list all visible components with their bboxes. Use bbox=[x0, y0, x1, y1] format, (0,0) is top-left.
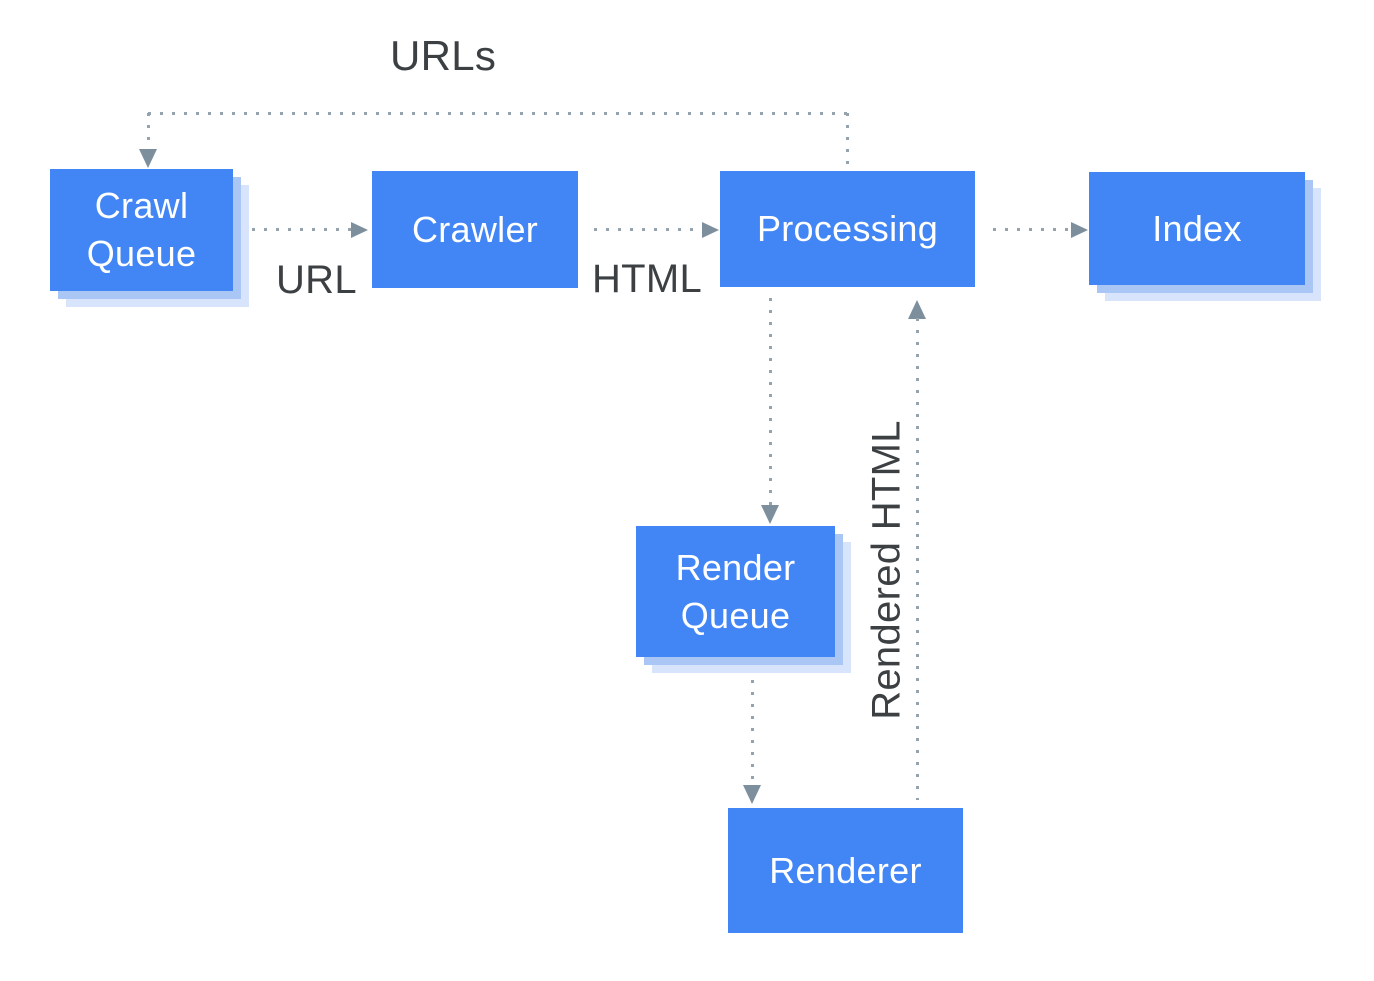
arrowhead-into-renderer bbox=[743, 785, 761, 804]
edge-label-html: HTML bbox=[592, 257, 703, 301]
node-processing: Processing bbox=[720, 171, 975, 287]
node-index: Index bbox=[1089, 172, 1305, 285]
edge-label-rendered-html: Rendered HTML bbox=[864, 420, 909, 720]
node-crawler: Crawler bbox=[372, 171, 578, 288]
connector-urls-loop-left-vertical bbox=[147, 113, 150, 150]
arrowhead-into-crawl-queue bbox=[139, 149, 157, 168]
connector-processing-to-index bbox=[993, 228, 1071, 231]
edge-label-urls: URLs bbox=[390, 32, 497, 79]
connector-renderqueue-to-renderer bbox=[751, 668, 754, 785]
arrowhead-into-crawler bbox=[351, 222, 368, 238]
arrowhead-into-render-queue bbox=[761, 505, 779, 524]
connector-renderer-to-processing bbox=[916, 318, 919, 800]
node-render-queue: Render Queue bbox=[636, 526, 835, 657]
node-renderer: Renderer bbox=[728, 808, 963, 933]
node-crawl-queue: Crawl Queue bbox=[50, 169, 233, 291]
arrowhead-into-index bbox=[1071, 222, 1088, 238]
connector-processing-to-renderqueue bbox=[769, 298, 772, 505]
connector-crawlqueue-to-crawler bbox=[252, 228, 351, 231]
arrowhead-into-processing-bottom bbox=[908, 300, 926, 319]
connector-urls-loop-horizontal bbox=[148, 112, 848, 115]
edge-label-url: URL bbox=[276, 258, 357, 302]
connector-crawler-to-processing bbox=[594, 228, 702, 231]
arrowhead-into-processing bbox=[702, 222, 719, 238]
connector-urls-loop-right-vertical bbox=[846, 113, 849, 171]
